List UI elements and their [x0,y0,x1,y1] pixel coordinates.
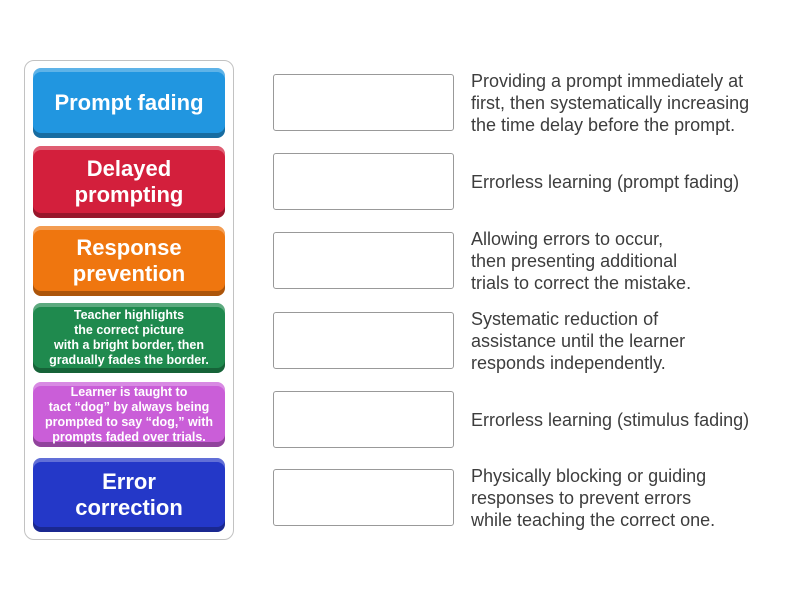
answer-tile-error-correction[interactable]: Error correction [33,458,225,532]
clue-text-6: Physically blocking or guiding responses… [471,465,716,530]
answer-tile-delayed-prompting[interactable]: Delayed prompting [33,146,225,218]
drop-zone-3[interactable] [273,232,454,289]
answer-tile-response-prevention[interactable]: Response prevention [33,226,225,296]
answer-tile-prompt-fading-example[interactable]: Learner is taught to tact “dog” by alway… [33,382,225,447]
match-row: Providing a prompt immediately at first,… [273,71,791,135]
answer-tile-stimulus-fading-example[interactable]: Teacher highlights the correct picture w… [33,303,225,373]
clue-text-2: Errorless learning (prompt fading) [471,171,740,192]
match-row: Errorless learning (stimulus fading) [273,391,791,448]
drop-zone-4[interactable] [273,312,454,369]
clue-text-1: Providing a prompt immediately at first,… [471,70,750,135]
match-row: Allowing errors to occur, then presentin… [273,229,791,293]
match-row: Systematic reduction of assistance until… [273,309,791,373]
drop-zone-5[interactable] [273,391,454,448]
answer-tile-prompt-fading[interactable]: Prompt fading [33,68,225,138]
drop-zone-1[interactable] [273,74,454,131]
match-row: Physically blocking or guiding responses… [273,466,791,530]
clue-text-4: Systematic reduction of assistance until… [471,308,686,373]
match-row: Errorless learning (prompt fading) [273,153,791,210]
clue-text-3: Allowing errors to occur, then presentin… [471,228,692,293]
clue-text-5: Errorless learning (stimulus fading) [471,409,750,430]
drop-zone-2[interactable] [273,153,454,210]
drop-zone-6[interactable] [273,469,454,526]
